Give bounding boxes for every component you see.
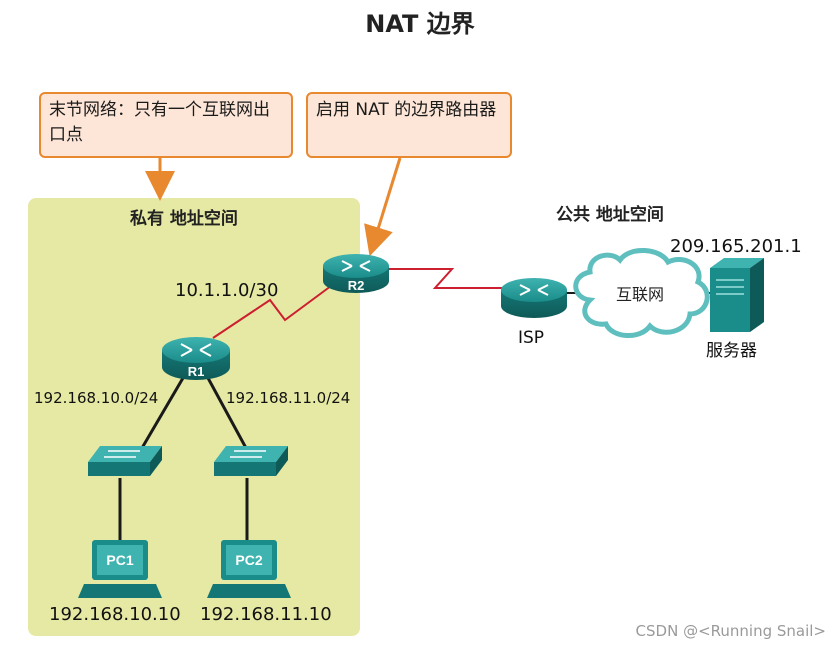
server-ip-label: 209.165.201.1 xyxy=(670,236,802,257)
pc2-icon xyxy=(207,540,291,598)
isp-label: ISP xyxy=(518,328,545,348)
r1-label: R1 xyxy=(188,364,205,379)
serial-link-r2-isp xyxy=(388,268,503,289)
lan1-subnet-label: 192.168.10.0/24 xyxy=(34,389,159,407)
server-label: 服务器 xyxy=(706,341,757,361)
link-r1-switch1 xyxy=(140,377,185,449)
internet-cloud-icon xyxy=(573,248,710,338)
private-zone-label: 私有 地址空间 xyxy=(130,209,238,229)
border-callout-arrow xyxy=(364,157,402,257)
callout-stub-network: 末节网络：只有一个互联网出口点 xyxy=(39,92,293,158)
diagram-title: NAT 边界 xyxy=(365,10,475,38)
r2-label: R2 xyxy=(348,278,365,293)
pc2-label: PC2 xyxy=(235,552,262,568)
callout-border-router: 启用 NAT 的边界路由器 xyxy=(306,92,512,158)
watermark: CSDN @<Running Snail> xyxy=(635,622,826,640)
internet-label: 互联网 xyxy=(616,285,664,304)
router-r1-icon xyxy=(162,337,230,380)
pc1-icon xyxy=(78,540,162,598)
r1-r2-link-label: 10.1.1.0/30 xyxy=(175,280,279,301)
link-r1-switch2 xyxy=(206,377,248,449)
router-r2-icon xyxy=(323,254,389,293)
public-zone-label: 公共 地址空间 xyxy=(556,205,664,225)
pc1-ip-label: 192.168.10.10 xyxy=(49,604,181,625)
router-isp-icon xyxy=(501,278,567,318)
switch2-icon xyxy=(214,446,288,476)
switch1-icon xyxy=(88,446,162,476)
server-icon xyxy=(710,258,764,332)
pc2-ip-label: 192.168.11.10 xyxy=(200,604,332,625)
serial-link-r1-r2 xyxy=(212,282,336,339)
pc1-label: PC1 xyxy=(106,552,133,568)
lan2-subnet-label: 192.168.11.0/24 xyxy=(226,389,351,407)
private-address-zone xyxy=(28,198,360,636)
